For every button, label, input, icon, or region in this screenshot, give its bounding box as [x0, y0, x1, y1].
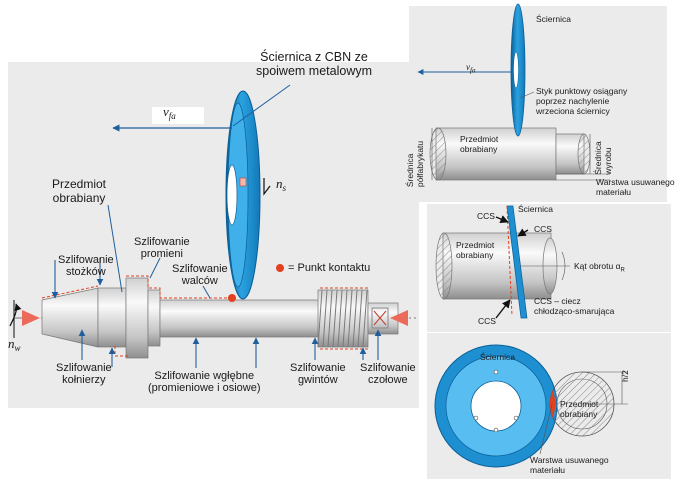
nw-label: nw	[8, 336, 21, 354]
inset2-ccs-right-label: CCS	[534, 224, 552, 234]
inset2-angle-subscript: R	[620, 267, 625, 274]
feed-label-box	[152, 107, 204, 124]
nw-symbol: n	[8, 336, 15, 351]
thread-grinding-label: Szlifowanie gwintów	[290, 362, 346, 386]
feed-symbol: v	[163, 104, 169, 119]
inset3-half-height-label: h/2	[620, 370, 630, 382]
thread-section	[317, 289, 368, 348]
inset1-workpiece-label: Przedmiot obrabiany	[460, 134, 499, 154]
inset1-feed-subscript: fa	[470, 66, 476, 75]
inset1-dimensions	[431, 91, 610, 181]
cbn-grinding-wheel	[225, 90, 261, 300]
inset2-contact-line	[506, 205, 513, 317]
inset2-angle-label: Kąt obrotu αR	[574, 261, 625, 276]
inset1-workpiece	[429, 127, 591, 181]
nw-rotation-arrow	[9, 303, 22, 327]
inset2-ccs-arrows	[495, 215, 529, 319]
taper-grinding-label: Szlifowanie stożków	[58, 254, 114, 278]
inset2-angle-text: Kąt obrotu α	[574, 261, 621, 271]
legend-contact-dot	[276, 264, 284, 272]
collar-grinding-label: Szlifowanie kołnierzy	[56, 362, 112, 386]
inset1-feed-label: vfa	[466, 62, 475, 76]
plunge-grinding-label: Szlifowanie wgłębne (promieniowe i osiow…	[148, 370, 261, 394]
workpiece-label: Przedmiot obrabiany	[52, 177, 107, 205]
right-center	[390, 310, 408, 326]
inset3-removed-layer-label: Warstwa usuwanego materiału	[530, 455, 609, 475]
inset2-angle-marker	[520, 251, 570, 281]
inset3-dimensions	[539, 371, 628, 455]
inset2-ccs-top-label: CCS	[477, 211, 495, 221]
process-pointer-arrows	[51, 258, 382, 368]
inset1-wheel-label: Ściernica	[536, 14, 571, 24]
contact-legend: = Punkt kontaktu	[288, 262, 371, 274]
inset1-removed-layer-label: Warstwa usuwanego materiału	[596, 177, 675, 197]
inset2-ccs-bottom-label: CCS	[478, 316, 496, 326]
inset2-wheel	[506, 205, 528, 319]
contact-point	[228, 294, 236, 302]
inset1-product-diameter-label: Średnica wyrobu	[592, 141, 613, 175]
inset3-workpiece-label: Przedmiot obrabiany	[560, 399, 599, 419]
inset1-feed-symbol: v	[466, 62, 470, 72]
inset2-workpiece-label: Przedmiot obrabiany	[456, 240, 495, 260]
ns-label: ns	[276, 176, 287, 194]
inset3-wheel-label: Ściernica	[480, 352, 515, 362]
inset2-coolant-label: CCS – ciecz chłodząco-smarująca	[534, 296, 615, 316]
inset1-wheel	[510, 3, 526, 137]
main-panel	[8, 62, 419, 408]
ns-subscript: s	[282, 183, 287, 194]
inset1-blank-diameter-label: Średnica półfabrykatu	[405, 140, 426, 188]
ns-rotation-arrow	[263, 178, 271, 196]
leader-lines	[107, 84, 291, 299]
radius-grinding-label: Szlifowanie promieni	[134, 236, 190, 260]
feed-subscript: fa	[168, 111, 176, 122]
inset3-wheel-face	[434, 344, 558, 468]
inset1-point-contact-label: Styk punktowy osiągany poprzez nachyleni…	[536, 86, 628, 116]
wheel-title: Ściernica z CBN ze spoiwem metalowym	[256, 50, 373, 78]
face-grinding-label: Szlifowanie czołowe	[360, 362, 416, 386]
left-center	[22, 310, 40, 326]
nw-subscript: w	[14, 343, 21, 354]
end-face-marker	[371, 307, 389, 329]
cylinder-grinding-label: Szlifowanie walców	[172, 263, 228, 287]
ns-symbol: n	[276, 176, 283, 191]
feed-label: vfa	[163, 104, 176, 122]
inset2-wheel-label: Ściernica	[518, 204, 553, 214]
